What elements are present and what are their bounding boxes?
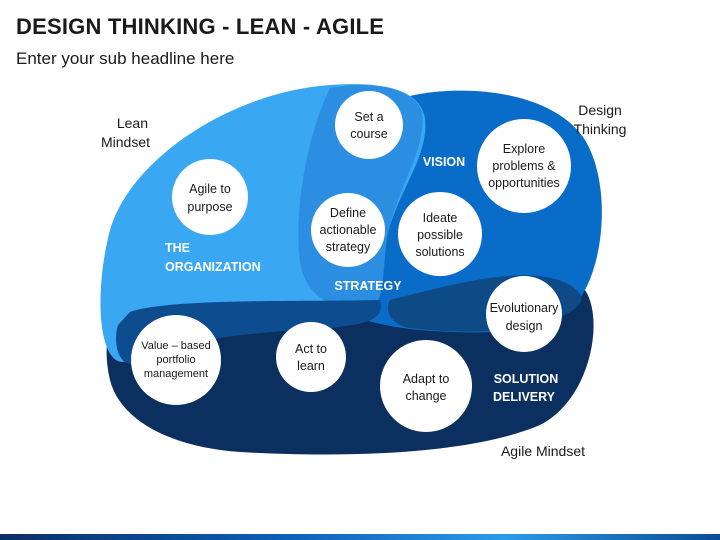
svg-text:design: design <box>506 319 543 333</box>
svg-text:Agile to: Agile to <box>189 182 231 196</box>
svg-text:Ideate: Ideate <box>423 211 458 225</box>
lean-mindset-label-2: Mindset <box>101 134 150 150</box>
svg-text:opportunities: opportunities <box>488 176 560 190</box>
lean-mindset-label: Lean <box>117 115 148 131</box>
svg-text:change: change <box>405 389 446 403</box>
svg-text:Define: Define <box>330 206 366 220</box>
svg-text:Value – based: Value – based <box>141 340 211 352</box>
svg-text:Act to: Act to <box>295 342 327 356</box>
footer-accent-bar <box>0 534 720 540</box>
circle-evolutionary-design: Evolutionary design <box>486 276 562 352</box>
vision-label: VISION <box>423 155 465 169</box>
page-title: DESIGN THINKING - LEAN - AGILE <box>16 14 385 39</box>
circle-define-strategy: Define actionable strategy <box>311 193 385 267</box>
organization-label-2: ORGANIZATION <box>165 260 261 274</box>
circle-ideate: Ideate possible solutions <box>398 192 482 276</box>
circle-explore: Explore problems & opportunities <box>477 119 571 213</box>
design-thinking-label-2: Thinking <box>574 121 627 137</box>
solution-delivery-label-2: DELIVERY <box>493 390 556 404</box>
agile-mindset-label: Agile Mindset <box>501 443 585 459</box>
svg-text:solutions: solutions <box>415 245 464 259</box>
svg-text:actionable: actionable <box>320 223 377 237</box>
svg-text:Set a: Set a <box>354 110 383 124</box>
svg-text:course: course <box>350 127 388 141</box>
svg-text:Explore: Explore <box>503 142 545 156</box>
design-thinking-label: Design <box>578 102 622 118</box>
solution-delivery-label: SOLUTION <box>494 372 559 386</box>
svg-text:possible: possible <box>417 228 463 242</box>
strategy-label: STRATEGY <box>334 279 402 293</box>
circle-agile-purpose: Agile to purpose <box>172 159 248 235</box>
svg-text:Adapt to: Adapt to <box>403 372 450 386</box>
svg-text:learn: learn <box>297 359 325 373</box>
circle-set-course: Set a course <box>335 91 403 159</box>
svg-text:management: management <box>144 368 208 380</box>
circle-adapt-change: Adapt to change <box>380 340 472 432</box>
svg-text:Evolutionary: Evolutionary <box>490 301 560 315</box>
circle-value-portfolio: Value – based portfolio management <box>131 315 221 405</box>
circle-act-learn: Act to learn <box>276 322 346 392</box>
organization-label: THE <box>165 241 190 255</box>
svg-text:strategy: strategy <box>326 240 371 254</box>
svg-text:purpose: purpose <box>187 200 232 214</box>
svg-text:portfolio: portfolio <box>156 354 195 366</box>
page-subtitle: Enter your sub headline here <box>16 49 235 68</box>
svg-text:problems &: problems & <box>492 159 556 173</box>
